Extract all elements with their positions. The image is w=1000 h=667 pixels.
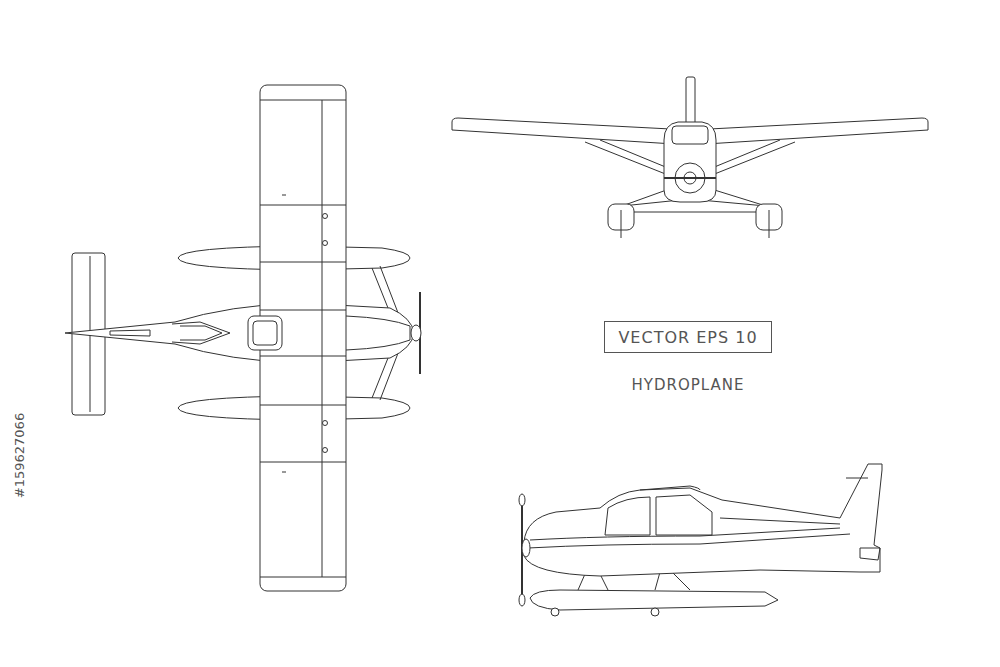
- top-view: [65, 85, 421, 591]
- front-view: [452, 77, 928, 238]
- fuselage: [664, 122, 716, 202]
- fuselage: [65, 303, 414, 363]
- box-text: VECTOR EPS 10: [618, 328, 757, 347]
- title-box: VECTOR EPS 10: [604, 321, 772, 353]
- canopy: [248, 316, 282, 350]
- fuselage: [524, 464, 882, 576]
- side-view: [519, 464, 882, 616]
- drawing-title: HYDROPLANE: [632, 376, 745, 394]
- float: [530, 590, 778, 610]
- watermark-id: #159627066: [13, 412, 28, 497]
